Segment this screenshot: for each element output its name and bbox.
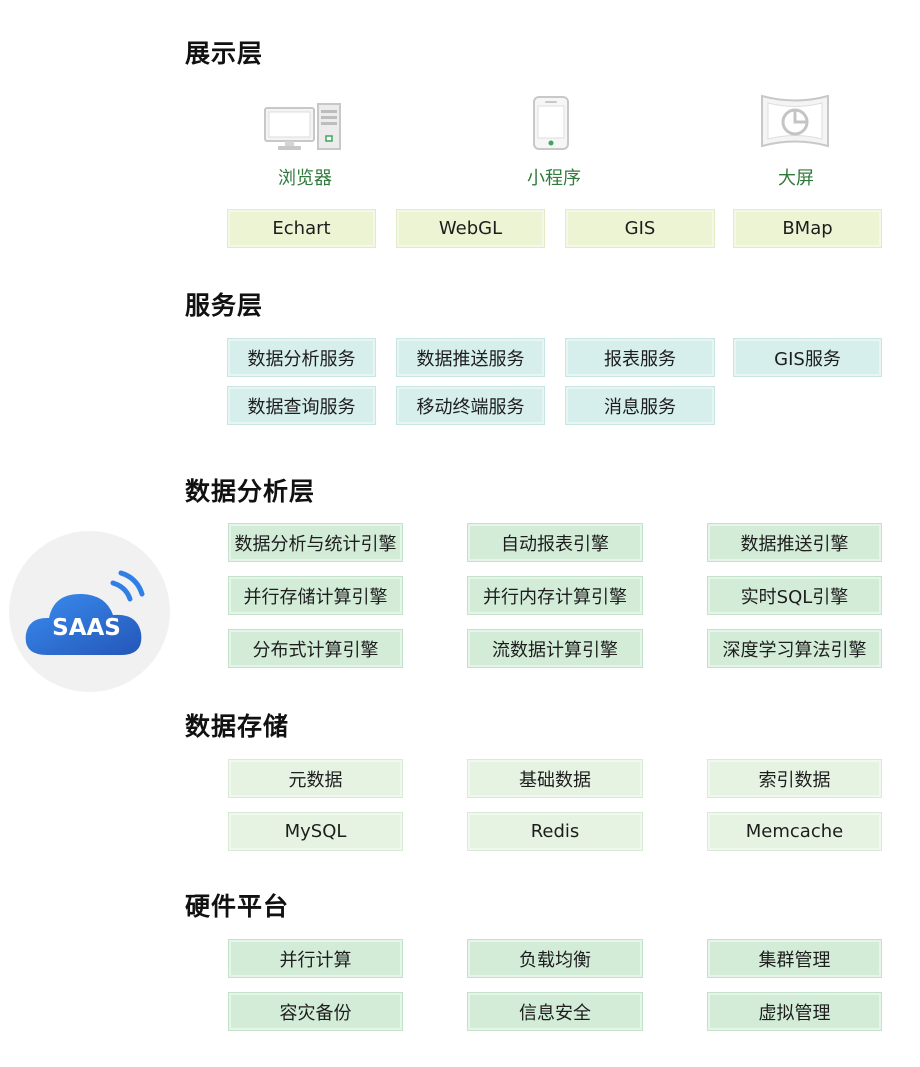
analysis-box: 流数据计算引擎 (468, 630, 642, 667)
device-label-browser: 浏览器 (278, 168, 332, 189)
service-box: 移动终端服务 (397, 387, 544, 424)
service-box: GIS服务 (734, 339, 881, 376)
hardware-box: 虚拟管理 (708, 993, 881, 1030)
service-box: 数据推送服务 (397, 339, 544, 376)
section-title-storage: 数据存储 (185, 712, 290, 741)
hardware-box: 集群管理 (708, 940, 881, 977)
cloud-wifi-icon (25, 570, 145, 655)
storage-box: 索引数据 (708, 760, 881, 797)
storage-box: 元数据 (229, 760, 402, 797)
analysis-box: 并行存储计算引擎 (229, 577, 402, 614)
hardware-box: 信息安全 (468, 993, 642, 1030)
analysis-box: 数据推送引擎 (708, 524, 881, 561)
analysis-box: 实时SQL引擎 (708, 577, 881, 614)
analysis-box: 数据分析与统计引擎 (229, 524, 402, 561)
big-screen-icon (760, 93, 830, 151)
analysis-box: 自动报表引擎 (468, 524, 642, 561)
presentation-box: Echart (228, 210, 375, 247)
saas-logo-badge: SAAS (9, 531, 170, 692)
hardware-box: 容灾备份 (229, 993, 402, 1030)
storage-box: Redis (468, 813, 642, 850)
presentation-box: WebGL (397, 210, 544, 247)
presentation-box: GIS (566, 210, 714, 247)
service-box: 消息服务 (566, 387, 714, 424)
section-title-hardware: 硬件平台 (185, 892, 290, 921)
section-title-service: 服务层 (185, 291, 264, 320)
service-box: 数据查询服务 (228, 387, 375, 424)
analysis-box: 并行内存计算引擎 (468, 577, 642, 614)
device-label-mini-program: 小程序 (527, 168, 581, 189)
section-title-presentation: 展示层 (185, 39, 264, 68)
storage-box: Memcache (708, 813, 881, 850)
section-title-analysis: 数据分析层 (185, 477, 316, 506)
service-box: 报表服务 (566, 339, 714, 376)
analysis-box: 深度学习算法引擎 (708, 630, 881, 667)
mobile-phone-icon (531, 95, 571, 151)
device-label-big-screen: 大屏 (778, 168, 814, 189)
desktop-computer-icon (264, 102, 342, 152)
storage-box: MySQL (229, 813, 402, 850)
storage-box: 基础数据 (468, 760, 642, 797)
hardware-box: 并行计算 (229, 940, 402, 977)
service-box: 数据分析服务 (228, 339, 375, 376)
presentation-box: BMap (734, 210, 881, 247)
analysis-box: 分布式计算引擎 (229, 630, 402, 667)
hardware-box: 负载均衡 (468, 940, 642, 977)
saas-logo-text: SAAS (52, 615, 121, 641)
